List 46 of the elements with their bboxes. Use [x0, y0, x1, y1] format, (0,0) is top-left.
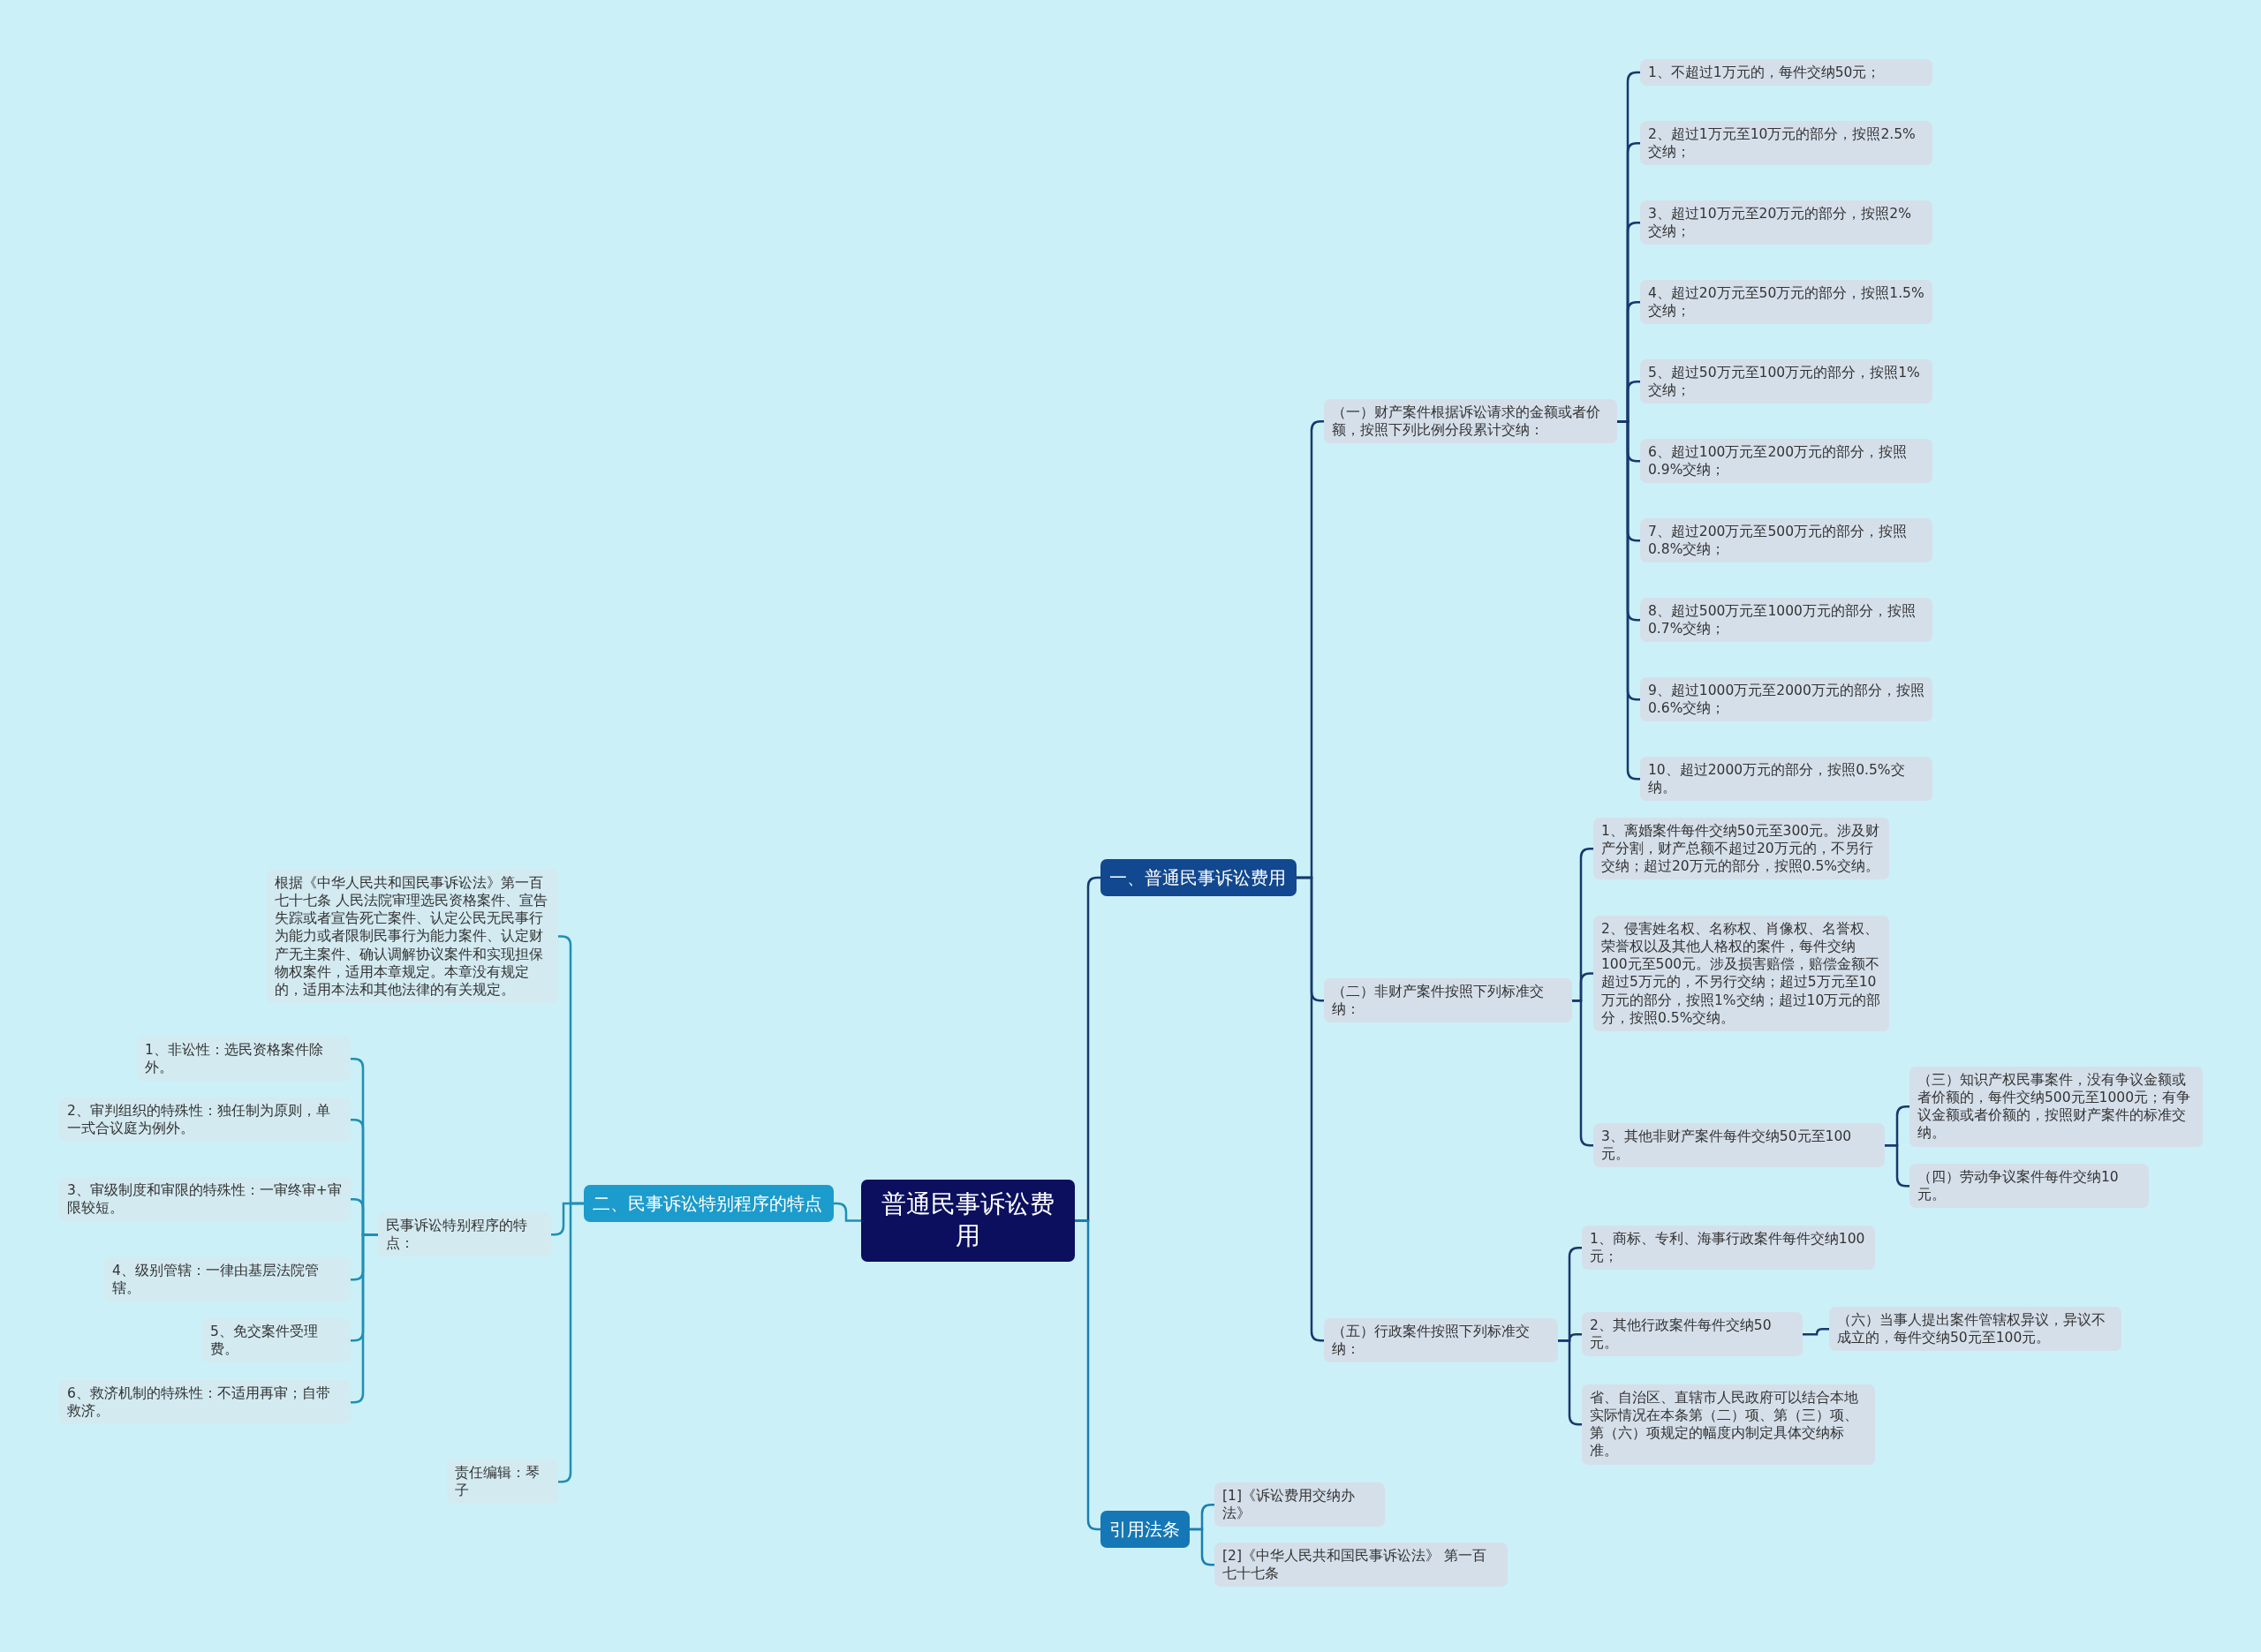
central-topic-box: 普通民事诉讼费用: [861, 1180, 1075, 1262]
subtopic-box: （一）财产案件根据诉讼请求的金额或者价额，按照下列比例分段累计交纳：: [1324, 399, 1617, 444]
subtopic-box: 根据《中华人民共和国民事诉讼法》第一百七十七条 人民法院审理选民资格案件、宣告失踪或者宣告死亡案件、认定公民无民事行为能力或者限制民事行为能力案件、认定财产无主案件、确认调解协议案件和实现担保物权案件，适用本章规定。本章没有规定的，适用本法和其他法律的有关规定。: [267, 870, 558, 1003]
subtopic-box: 3、超过10万元至20万元的部分，按照2%交纳；: [1640, 200, 1932, 245]
subtopic-box: 6、救济机制的特殊性：不适用再审；自带救济。: [59, 1380, 351, 1425]
connector-line: [1190, 1528, 1214, 1566]
subtopic-box: 5、免交案件受理费。: [202, 1318, 351, 1363]
connector-line: [1572, 999, 1593, 1147]
subtopic-box: 省、自治区、直辖市人民政府可以结合本地实际情况在本条第（二）项、第（三）项、第（六）项规定的幅度内制定具体交纳标准。: [1582, 1384, 1875, 1465]
subtopic-box: 2、侵害姓名权、名称权、肖像权、名誉权、荣誉权以及其他人格权的案件，每件交纳100元至500元。涉及损害赔偿，赔偿金额不超过5万元的，不另行交纳；超过5万元至10万元的部分，按照1%交纳；超过10万元的部分，按照0.5%交纳。: [1593, 916, 1889, 1031]
subtopic-box: 1、非讼性：选民资格案件除外。: [137, 1037, 351, 1082]
subtopic-box: 1、不超过1万元的，每件交纳50元；: [1640, 59, 1932, 87]
connector-line: [1297, 876, 1325, 1342]
connector-line: [1803, 1327, 1829, 1336]
subtopic-box: 8、超过500万元至1000万元的部分，按照0.7%交纳；: [1640, 598, 1932, 643]
subtopic-box: （三）知识产权民事案件，没有争议金额或者价额的，每件交纳500元至1000元；有争议金额或者价额的，按照财产案件的标准交纳。: [1909, 1067, 2203, 1147]
branch-topic-box: 引用法条: [1100, 1511, 1190, 1548]
subtopic-box: 2、审判组织的特殊性：独任制为原则，单一式合议庭为例外。: [59, 1098, 351, 1143]
subtopic-box: 10、超过2000万元的部分，按照0.5%交纳。: [1640, 757, 1932, 802]
subtopic-box: [2]《中华人民共和国民事诉讼法》 第一百七十七条: [1214, 1543, 1508, 1588]
subtopic-box: 4、级别管辖：一律由基层法院管辖。: [104, 1257, 351, 1302]
subtopic-box: 4、超过20万元至50万元的部分，按照1.5%交纳；: [1640, 280, 1932, 325]
subtopic-box: （四）劳动争议案件每件交纳10元。: [1909, 1164, 2149, 1209]
subtopic-box: 民事诉讼特别程序的特点：: [378, 1212, 551, 1257]
connector-line: [1558, 1339, 1582, 1426]
subtopic-box: 5、超过50万元至100万元的部分，按照1%交纳；: [1640, 359, 1932, 404]
connector-line: [834, 1202, 861, 1222]
branch-topic-box: 二、民事诉讼特别程序的特点: [584, 1185, 834, 1222]
subtopic-box: 9、超过1000万元至2000万元的部分，按照0.6%交纳；: [1640, 677, 1932, 722]
subtopic-box: [1]《诉讼费用交纳办法》: [1214, 1482, 1385, 1528]
connector-line: [1885, 1143, 1909, 1188]
subtopic-box: （二）非财产案件按照下列标准交纳：: [1324, 978, 1572, 1023]
subtopic-box: 责任编辑：琴子: [447, 1460, 558, 1505]
branch-topic-box: 一、普通民事诉讼费用: [1100, 859, 1297, 896]
subtopic-box: 1、离婚案件每件交纳50元至300元。涉及财产分割，财产总额不超过20万元的，不另行交纳；超过20万元的部分，按照0.5%交纳。: [1593, 818, 1889, 880]
subtopic-box: （六）当事人提出案件管辖权异议，异议不成立的，每件交纳50元至100元。: [1829, 1307, 2121, 1352]
subtopic-box: 6、超过100万元至200万元的部分，按照0.9%交纳；: [1640, 439, 1932, 484]
subtopic-box: 3、审级制度和审限的特殊性：一审终审+审限较短。: [59, 1177, 351, 1222]
subtopic-box: 1、商标、专利、海事行政案件每件交纳100元；: [1582, 1226, 1875, 1271]
connector-line: [1075, 1219, 1100, 1531]
subtopic-box: 3、其他非财产案件每件交纳50元至100元。: [1593, 1123, 1885, 1168]
subtopic-box: 2、超过1万元至10万元的部分，按照2.5%交纳；: [1640, 121, 1932, 166]
connector-line: [558, 1202, 584, 1483]
subtopic-box: 7、超过200万元至500万元的部分，按照0.8%交纳；: [1640, 518, 1932, 563]
subtopic-box: （五）行政案件按照下列标准交纳：: [1324, 1318, 1558, 1363]
subtopic-box: 2、其他行政案件每件交纳50元。: [1582, 1312, 1803, 1357]
